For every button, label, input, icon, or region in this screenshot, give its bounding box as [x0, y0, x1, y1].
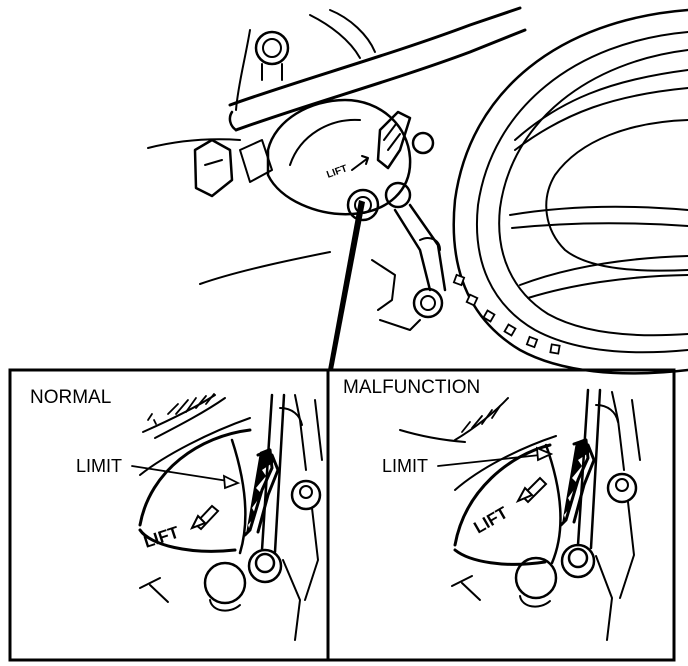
normal-bolts — [203, 479, 322, 641]
overview-lower-bolts — [346, 131, 447, 331]
overview-lift-label: LIFT — [325, 163, 349, 181]
normal-scale-arc — [230, 438, 247, 555]
normal-corner-mark — [139, 577, 169, 603]
timing-belt — [228, 6, 527, 132]
panels-frame — [8, 368, 676, 662]
normal-panel-title: NORMAL — [30, 387, 111, 408]
engine-block-lines — [147, 9, 376, 285]
malfunction-rod — [576, 388, 602, 550]
normal-panel: NORMAL LIFT LIMIT — [30, 387, 323, 641]
normal-lift-arrow — [189, 504, 220, 531]
normal-rod — [260, 393, 286, 554]
normal-limit-leader — [131, 465, 229, 482]
malfunction-side-lines — [611, 391, 641, 471]
overview-tensioner: LIFT — [266, 98, 412, 216]
malfunction-scale-arc — [544, 443, 562, 565]
malfunction-panel: MALFUNCTION LIFT LIMIT — [343, 377, 641, 641]
belt-cover-clip — [193, 138, 273, 198]
normal-side-lines — [294, 394, 323, 471]
malfunction-adjuster — [559, 438, 596, 527]
malfunction-lift-label: LIFT — [471, 503, 512, 538]
normal-belt-hatching — [142, 393, 226, 439]
malfunction-tensioner-edge — [453, 443, 552, 547]
malfunction-limit-label: LIMIT — [382, 456, 428, 476]
detail-panels: NORMAL LIFT LIMIT — [8, 368, 676, 662]
malfunction-limit-leader — [437, 454, 541, 467]
normal-tensioner-edge — [138, 428, 252, 527]
overview-illustration: LIFT — [147, 6, 688, 375]
malfunction-belt-hatching — [399, 397, 509, 443]
normal-adjuster — [243, 448, 280, 537]
pulley-teeth — [452, 273, 561, 355]
upper-bolt — [254, 30, 290, 81]
normal-limit-arrowhead — [222, 474, 241, 490]
malfunction-lift-arrow — [515, 476, 548, 504]
malfunction-panel-title: MALFUNCTION — [343, 377, 480, 398]
camshaft-pulley — [452, 8, 688, 375]
detail-callout-pointer — [328, 200, 365, 370]
malfunction-corner-mark — [451, 575, 481, 601]
normal-limit-label: LIMIT — [76, 456, 122, 476]
malfunction-bolts — [514, 472, 638, 641]
malfunction-limit-arrowhead — [535, 446, 554, 462]
